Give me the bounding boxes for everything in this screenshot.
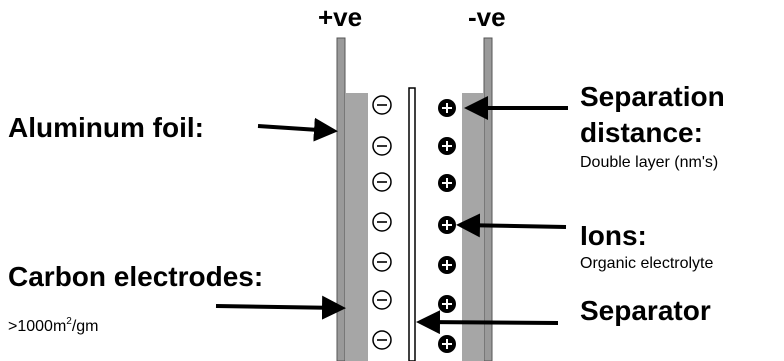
carbon-electrodes-arrow <box>215 295 346 320</box>
positive-ion <box>438 335 456 353</box>
separation-distance-label-line2: distance: <box>580 117 703 148</box>
ions-detail: Organic electrolyte <box>580 255 714 272</box>
separator-label: Separator <box>580 295 711 326</box>
aluminum-foil-arrow <box>257 117 338 142</box>
negative-ion <box>372 252 392 272</box>
positive-ion <box>438 295 456 313</box>
positive-terminal-label: +ve <box>318 2 363 32</box>
surface-area-prefix: >1000m <box>8 318 67 335</box>
separation-distance-detail: Double layer (nm's) <box>580 154 719 171</box>
negative-ion <box>372 95 392 115</box>
positive-ion <box>438 99 456 117</box>
ions-label: Ions: <box>580 220 647 251</box>
positive-carbon-electrode <box>345 93 368 361</box>
positive-ion <box>438 256 456 274</box>
separator-membrane <box>408 87 416 361</box>
surface-area-exponent: 2 <box>66 316 72 327</box>
negative-ion <box>372 212 392 232</box>
negative-ion <box>372 172 392 192</box>
separation-distance-label-line1: Separation <box>580 81 725 112</box>
positive-ion <box>438 137 456 155</box>
negative-ion <box>372 330 392 350</box>
carbon-electrodes-label: Carbon electrodes: <box>8 261 264 292</box>
surface-area-label: >1000m2/gm <box>8 316 99 335</box>
positive-ion <box>438 174 456 192</box>
separator-arrow <box>416 310 559 335</box>
aluminum-foil-label: Aluminum foil: <box>8 112 204 143</box>
positive-ion <box>438 216 456 234</box>
negative-terminal-label: -ve <box>468 2 506 32</box>
ions-arrow <box>456 213 567 238</box>
surface-area-suffix: /gm <box>71 318 99 335</box>
negative-aluminum-foil <box>483 37 493 361</box>
positive-aluminum-foil <box>336 37 346 361</box>
positive-ions <box>438 99 456 353</box>
negative-ion <box>372 136 392 156</box>
negative-ion <box>372 290 392 310</box>
negative-ions <box>372 95 392 350</box>
